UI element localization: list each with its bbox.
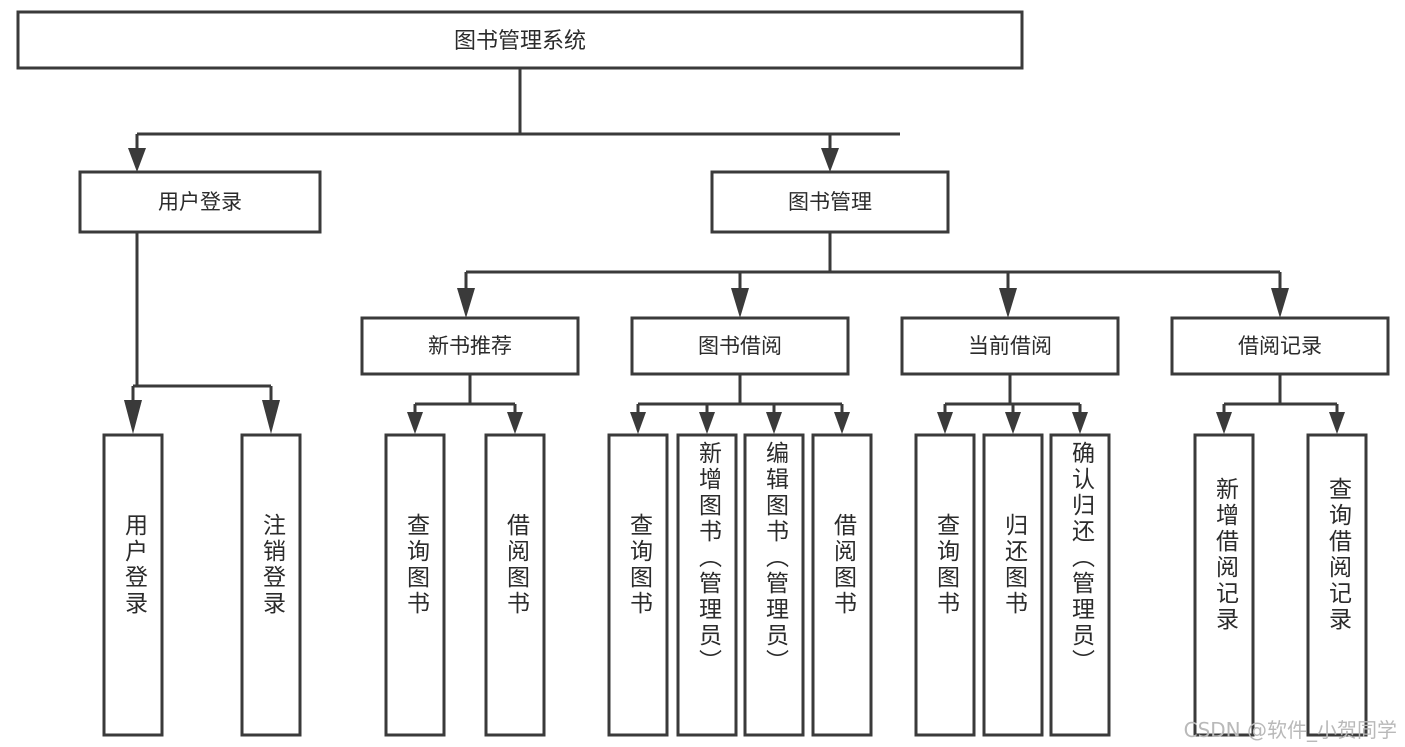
node-book-management[interactable]: 图书管理 [710, 170, 950, 234]
leaf-box-edit-book[interactable] [743, 433, 805, 737]
arrow-to-leaf-query-book-2 [630, 412, 646, 434]
arrow-to-leaf-logout [262, 400, 280, 434]
leaf-box-query-book-3[interactable] [914, 433, 976, 737]
leaf-box-query-book-1[interactable] [384, 433, 446, 737]
leaf-box-borrow-book-2[interactable] [811, 433, 873, 737]
arrow-to-book-borrow [731, 288, 749, 318]
node-user-login[interactable]: 用户登录 [78, 170, 322, 234]
leaf-box-query-record[interactable] [1306, 433, 1368, 737]
node-root[interactable]: 图书管理系统 [16, 10, 1024, 70]
arrow-to-leaf-user-login [124, 400, 142, 434]
leaf-box-user-login[interactable] [102, 433, 164, 737]
arrow-to-leaf-return-book [1005, 412, 1021, 434]
leaf-box-add-book[interactable] [676, 433, 738, 737]
leaf-box-query-book-2[interactable] [607, 433, 669, 737]
arrow-to-leaf-query-book-1 [407, 412, 423, 434]
arrow-to-leaf-add-book [699, 412, 715, 434]
node-new-book-recommend-label: 新书推荐 [428, 334, 512, 358]
arrow-to-borrow-record [1271, 288, 1289, 318]
arrow-to-leaf-query-record [1329, 412, 1345, 434]
node-root-label: 图书管理系统 [454, 29, 586, 54]
node-current-borrow[interactable]: 当前借阅 [900, 316, 1120, 376]
arrow-to-new-book [457, 288, 475, 318]
node-new-book-recommend[interactable]: 新书推荐 [360, 316, 580, 376]
leaf-box-add-record[interactable] [1193, 433, 1255, 737]
leaf-boxes-layer [102, 433, 1368, 737]
arrow-to-leaf-add-record [1216, 412, 1232, 434]
arrow-to-leaf-query-book-3 [937, 412, 953, 434]
watermark-text: CSDN @软件_小贺同学 [1183, 718, 1397, 742]
leaf-box-borrow-book-1[interactable] [484, 433, 546, 737]
node-current-borrow-label: 当前借阅 [968, 334, 1052, 358]
arrow-to-bookmgmt [821, 148, 839, 172]
arrow-to-current-borrow [999, 288, 1017, 318]
node-borrow-record[interactable]: 借阅记录 [1170, 316, 1390, 376]
node-user-login-label: 用户登录 [158, 190, 242, 214]
node-borrow-record-label: 借阅记录 [1238, 334, 1322, 358]
leaf-box-return-book[interactable] [982, 433, 1044, 737]
leaf-box-logout[interactable] [240, 433, 302, 737]
arrow-to-leaf-edit-book [766, 412, 782, 434]
node-book-borrow[interactable]: 图书借阅 [630, 316, 850, 376]
arrow-to-leaf-borrow-book-1 [507, 412, 523, 434]
arrow-to-leaf-confirm-return [1072, 412, 1088, 434]
node-book-management-label: 图书管理 [788, 190, 872, 214]
arrow-to-leaf-borrow-book-2 [834, 412, 850, 434]
arrow-to-userlogin [128, 148, 146, 172]
leaf-box-confirm-return[interactable] [1049, 433, 1111, 737]
node-book-borrow-label: 图书借阅 [698, 334, 782, 358]
connectors-layer [124, 68, 1345, 434]
